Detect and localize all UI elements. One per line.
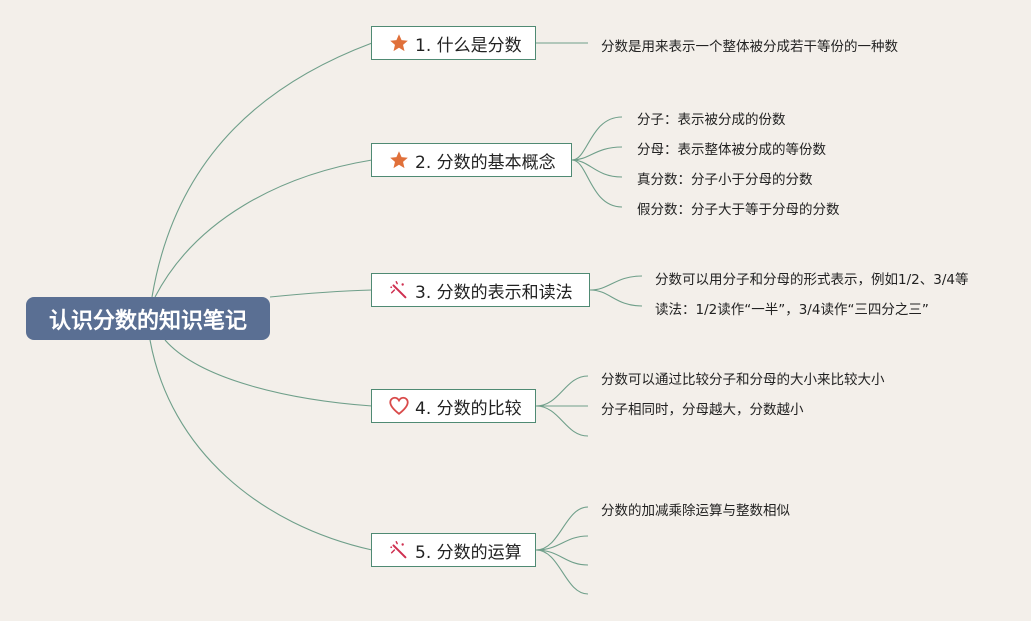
- detail-text: 假分数：分子大于等于分母的分数: [637, 202, 840, 218]
- link-topic-2-detail-1: [571, 116, 623, 161]
- star-icon: [390, 151, 408, 169]
- topic-representation-reading[interactable]: 3. 分数的表示和读法: [371, 273, 590, 307]
- link-root-topic-1: [151, 42, 373, 298]
- link-topic-2-detail-3: [571, 159, 623, 178]
- star-icon: [390, 34, 408, 52]
- link-topic-3-detail-2: [589, 289, 643, 307]
- detail-text: 分子：表示被分成的份数: [637, 112, 786, 128]
- root-topic[interactable]: 认识分数的知识笔记: [26, 297, 270, 340]
- topic-label: 2. 分数的基本概念: [415, 152, 556, 173]
- link-root-topic-4: [164, 339, 373, 407]
- magic-wand-icon: [390, 541, 407, 559]
- topic-basic-concepts[interactable]: 2. 分数的基本概念: [371, 143, 572, 177]
- detail-text: 读法：1/2读作“一半”，3/4读作“三四分之三”: [655, 302, 929, 318]
- link-topic-3-detail-1: [589, 275, 643, 291]
- link-topic-5-detail-2: [535, 535, 589, 551]
- link-topic-4-detail-1: [535, 375, 589, 407]
- link-root-topic-2: [154, 159, 373, 298]
- detail-text: 分数是用来表示一个整体被分成若干等份的一种数: [601, 39, 898, 55]
- topic-label: 5. 分数的运算: [415, 542, 522, 563]
- detail-text: 分数可以用分子和分母的形式表示，例如1/2、3/4等: [655, 272, 969, 288]
- topic-what-is-fraction[interactable]: 1. 什么是分数: [371, 26, 536, 60]
- topic-label: 1. 什么是分数: [415, 35, 522, 56]
- detail-text: 分子相同时，分母越大，分数越小: [601, 402, 804, 418]
- link-topic-2-detail-4: [571, 159, 623, 208]
- detail-text: 分母：表示整体被分成的等份数: [637, 142, 826, 158]
- detail-text: 真分数：分子小于分母的分数: [637, 172, 813, 188]
- heart-icon: [389, 396, 409, 415]
- link-topic-5-detail-4: [535, 549, 589, 595]
- link-root-topic-3: [269, 289, 373, 298]
- magic-wand-icon: [390, 281, 407, 299]
- detail-text: 分数的加减乘除运算与整数相似: [601, 503, 790, 519]
- link-topic-2-detail-2: [571, 146, 623, 161]
- topic-comparison[interactable]: 4. 分数的比较: [371, 389, 536, 423]
- link-root-topic-5: [149, 339, 373, 551]
- topic-label: 4. 分数的比较: [415, 398, 522, 419]
- root-title: 认识分数的知识笔记: [48, 308, 247, 334]
- detail-text: 分数可以通过比较分子和分母的大小来比较大小: [601, 372, 885, 388]
- topic-operations[interactable]: 5. 分数的运算: [371, 533, 536, 567]
- link-topic-4-detail-3: [535, 405, 589, 437]
- topic-label: 3. 分数的表示和读法: [415, 282, 573, 303]
- link-topic-5-detail-1: [535, 506, 589, 551]
